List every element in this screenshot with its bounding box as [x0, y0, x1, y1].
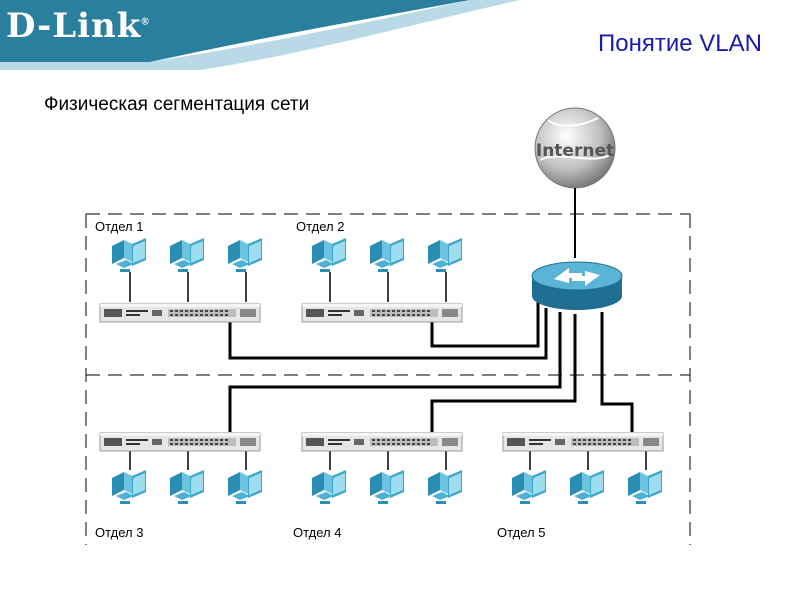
pc-icon — [112, 238, 146, 272]
router-icon — [531, 261, 623, 310]
pc-icon — [628, 470, 662, 504]
pc-icon — [228, 470, 262, 504]
switch-dept-4 — [301, 432, 463, 452]
pc-icon — [112, 470, 146, 504]
pc-icon — [312, 238, 346, 272]
pc-icon — [312, 470, 346, 504]
department-label-2: Отдел 2 — [296, 219, 345, 234]
pc-icon — [512, 470, 546, 504]
segment-borders — [85, 213, 691, 545]
pc-cables — [129, 272, 647, 470]
switch-dept-1 — [99, 303, 261, 323]
pc-icon — [428, 238, 462, 272]
internet-label: Internet — [536, 141, 614, 161]
department-label-5: Отдел 5 — [497, 525, 546, 540]
network-cables — [228, 300, 634, 432]
header-bar — [0, 0, 520, 70]
pc-icon — [228, 238, 262, 272]
slide-subtitle: Физическая сегментация сети — [44, 94, 310, 115]
internet-globe-icon: Internet — [534, 107, 616, 189]
switch-dept-2 — [301, 303, 463, 323]
department-label-3: Отдел 3 — [95, 525, 144, 540]
switch-dept-3 — [99, 432, 261, 452]
pc-icon — [370, 470, 404, 504]
slide-title: Понятие VLAN — [598, 30, 762, 57]
pc-icon — [570, 470, 604, 504]
pc-icon — [370, 238, 404, 272]
department-label-1: Отдел 1 — [95, 219, 144, 234]
pc-icon — [428, 470, 462, 504]
department-label-4: Отдел 4 — [293, 525, 342, 540]
pc-icon — [170, 470, 204, 504]
switch-dept-5 — [502, 432, 664, 452]
dlink-logo: D-Link® — [6, 6, 150, 46]
pc-icon — [170, 238, 204, 272]
